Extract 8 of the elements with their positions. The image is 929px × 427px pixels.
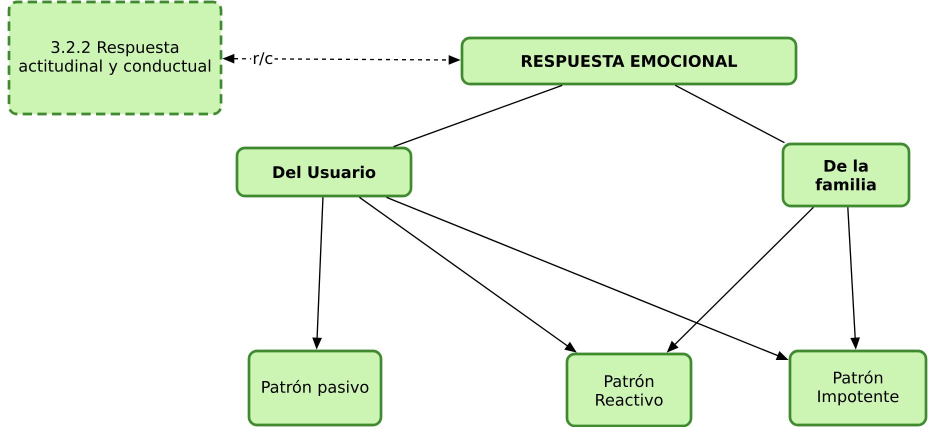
concept-box: De la familia <box>782 142 910 208</box>
concept-box: Patrón Reactivo <box>566 352 692 427</box>
concept-box: Patrón pasivo <box>248 350 382 426</box>
concept-box: Del Usuario <box>236 146 412 198</box>
edge-label: r/c <box>251 50 275 67</box>
concept-box: 3.2.2 Respuesta actitudinal y conductual <box>8 0 222 116</box>
concept-box: Patrón Impotente <box>788 350 928 426</box>
concept-box: RESPUESTA EMOCIONAL <box>460 36 798 86</box>
